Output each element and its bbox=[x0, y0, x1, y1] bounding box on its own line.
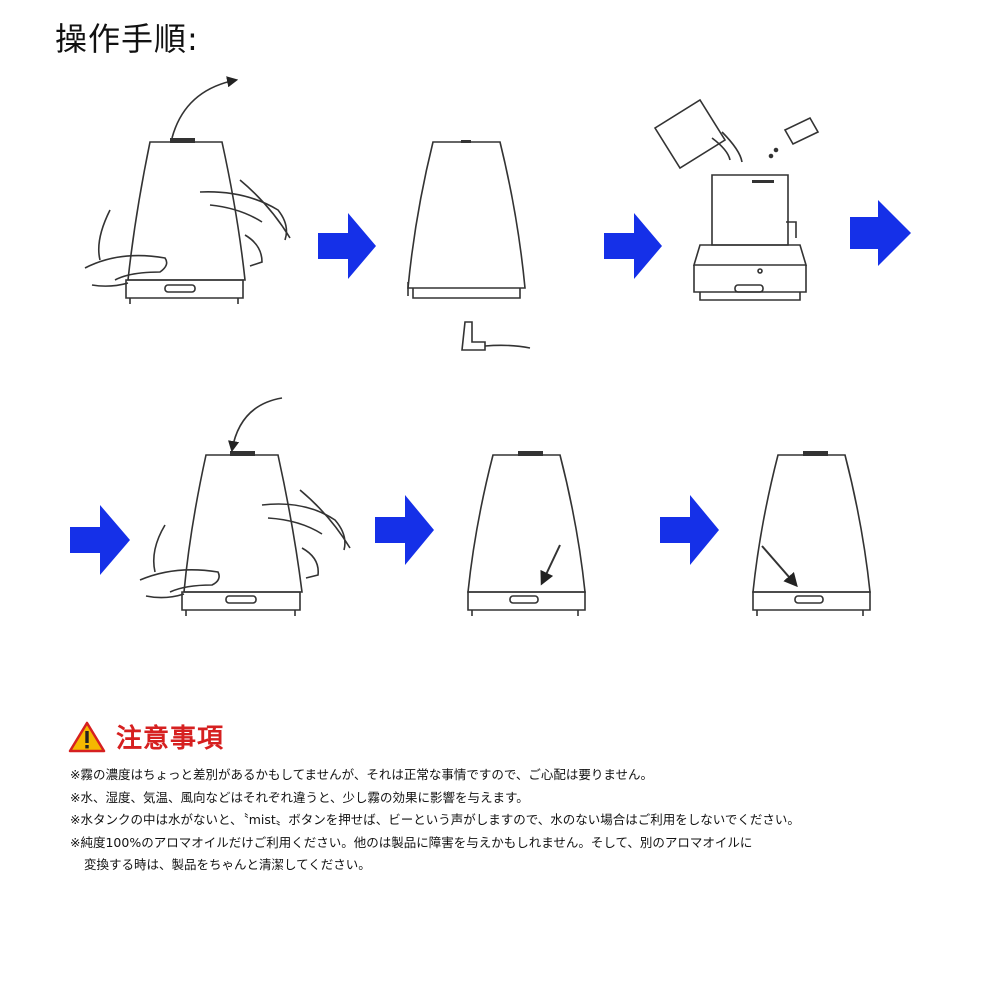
notes-list: ※霧の濃度はちょっと差別があるかもしてませんが、それは正常な事情ですので、ご心配… bbox=[70, 764, 970, 877]
page-title: 操作手順: bbox=[55, 20, 199, 58]
blue-arrow-5 bbox=[375, 495, 434, 565]
warning-triangle-icon bbox=[68, 721, 106, 752]
blue-arrow-6 bbox=[660, 495, 719, 565]
step-1-remove-cover bbox=[84, 76, 291, 304]
operation-steps-illustration bbox=[70, 76, 911, 616]
note-item: ※水タンクの中は水がないと、〝mist〟ボタンを押せば、ビーという声がしますので… bbox=[70, 812, 800, 827]
step-5-press-mist-button bbox=[467, 451, 586, 616]
step-3-fill-water-oil bbox=[653, 98, 820, 301]
warning-heading: 注意事項 bbox=[68, 718, 224, 755]
note-item: ※霧の濃度はちょっと差別があるかもしてませんが、それは正常な事情ですので、ご心配… bbox=[70, 767, 653, 782]
note-item-continued: 変換する時は、製品をちゃんと清潔してください。 bbox=[84, 857, 371, 872]
note-item: ※純度100%のアロマオイルだけご利用ください。他のは製品に障害を与えかもしれま… bbox=[70, 834, 753, 850]
blue-arrow-3 bbox=[850, 200, 911, 266]
step-6-press-light-button bbox=[752, 451, 871, 616]
warning-title: 注意事項 bbox=[116, 724, 225, 754]
step-4-replace-cover bbox=[139, 397, 351, 616]
blue-arrow-2 bbox=[604, 213, 662, 279]
blue-arrow-4 bbox=[70, 505, 130, 575]
step-2-plug-in bbox=[407, 140, 531, 351]
note-item: ※水、湿度、気温、風向などはそれぞれ違うと、少し霧の効果に影響を与えます。 bbox=[70, 789, 529, 805]
blue-arrow-1 bbox=[318, 213, 376, 279]
